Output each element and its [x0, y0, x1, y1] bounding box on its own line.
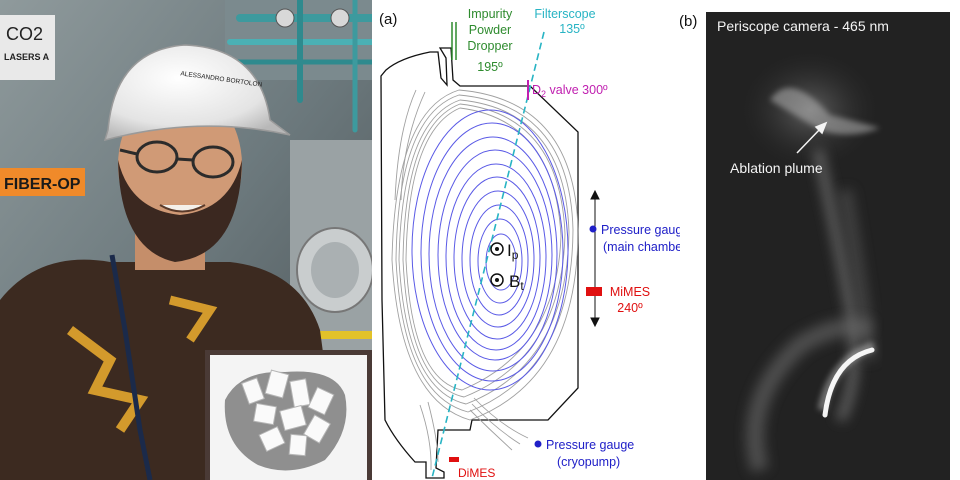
mimes-marker: [586, 287, 602, 296]
pressure-gauge-cryo-label-line1: Pressure gauge: [546, 438, 634, 452]
camera-title: Periscope camera - 465 nm: [717, 18, 889, 34]
lab-sign: [0, 15, 55, 80]
filterscope-angle: 135º: [559, 22, 585, 36]
fiber-sign: [0, 168, 85, 196]
pressure-gauge-main-label-line1: Pressure gauge: [601, 223, 680, 237]
lab-pipes: [225, 0, 372, 133]
dropper-label-line1: Impurity: [468, 7, 513, 21]
researcher-photo: CO2 LASERS A FIBER-OP ALESSANDRO BORTOLO…: [0, 0, 372, 480]
closed-flux-surfaces: [411, 109, 569, 391]
ip-label: Ip: [507, 241, 519, 262]
sample-inset-photo: [205, 350, 372, 480]
powder-dropper-tube: [451, 22, 457, 60]
lanyard: [109, 254, 153, 480]
dimes-marker: [449, 457, 459, 462]
toroidal-field-symbol: [490, 273, 504, 287]
camera-glow: [740, 50, 880, 473]
pressure-gauge-cryo-label-line2: (cryopump): [557, 455, 620, 469]
dropper-angle: 195º: [477, 60, 503, 74]
fiber-sign-text: FIBER-OP: [4, 176, 81, 193]
vessel-wall: [380, 47, 579, 479]
tokamak-cross-section-diagram: (a) Impurity Powder Dropp: [372, 0, 680, 480]
glasses: [119, 140, 235, 179]
ablation-plume-arrow: [796, 121, 828, 154]
pressure-gauge-cryo-marker: [534, 440, 542, 448]
bt-sub: t: [520, 279, 524, 293]
midplane-range-arrow: [590, 189, 600, 328]
pressure-gauge-main-label-line2: (main chamber): [603, 240, 680, 254]
d2-valve-subscript: 2: [541, 89, 546, 99]
ip-sub: p: [512, 248, 519, 262]
bt-main: B: [509, 272, 520, 291]
panel-b-label: (b): [680, 13, 697, 30]
d2-valve-label: D2 valve 300º: [532, 83, 608, 99]
ablation-plume-label: Ablation plume: [730, 160, 823, 176]
beard: [118, 160, 242, 262]
hard-hat: [103, 44, 291, 142]
lasers-sign-text: LASERS A: [4, 52, 50, 62]
periscope-camera-panel: (b) Periscope camera - 465 nm Ablation p…: [680, 0, 960, 480]
dimes-label: DiMES: [458, 466, 495, 480]
filterscope-label: Filterscope: [534, 7, 595, 21]
plasma-current-symbol: [490, 242, 504, 256]
shirt-print: [67, 326, 149, 433]
dropper-label-line2: Powder: [469, 23, 511, 37]
pressure-gauge-main-marker: [589, 225, 597, 233]
mimes-label: MiMES: [610, 285, 650, 299]
bt-label: Bt: [509, 272, 524, 293]
d2-valve-prefix: D: [532, 83, 541, 97]
ip-main: I: [507, 241, 512, 260]
dropper-label-line3: Dropper: [467, 39, 512, 53]
mimes-angle: 240º: [617, 301, 643, 315]
co2-sign-text: CO2: [6, 24, 43, 44]
d2-valve-rest: valve 300º: [546, 83, 608, 97]
panel-a-label: (a): [379, 11, 397, 28]
